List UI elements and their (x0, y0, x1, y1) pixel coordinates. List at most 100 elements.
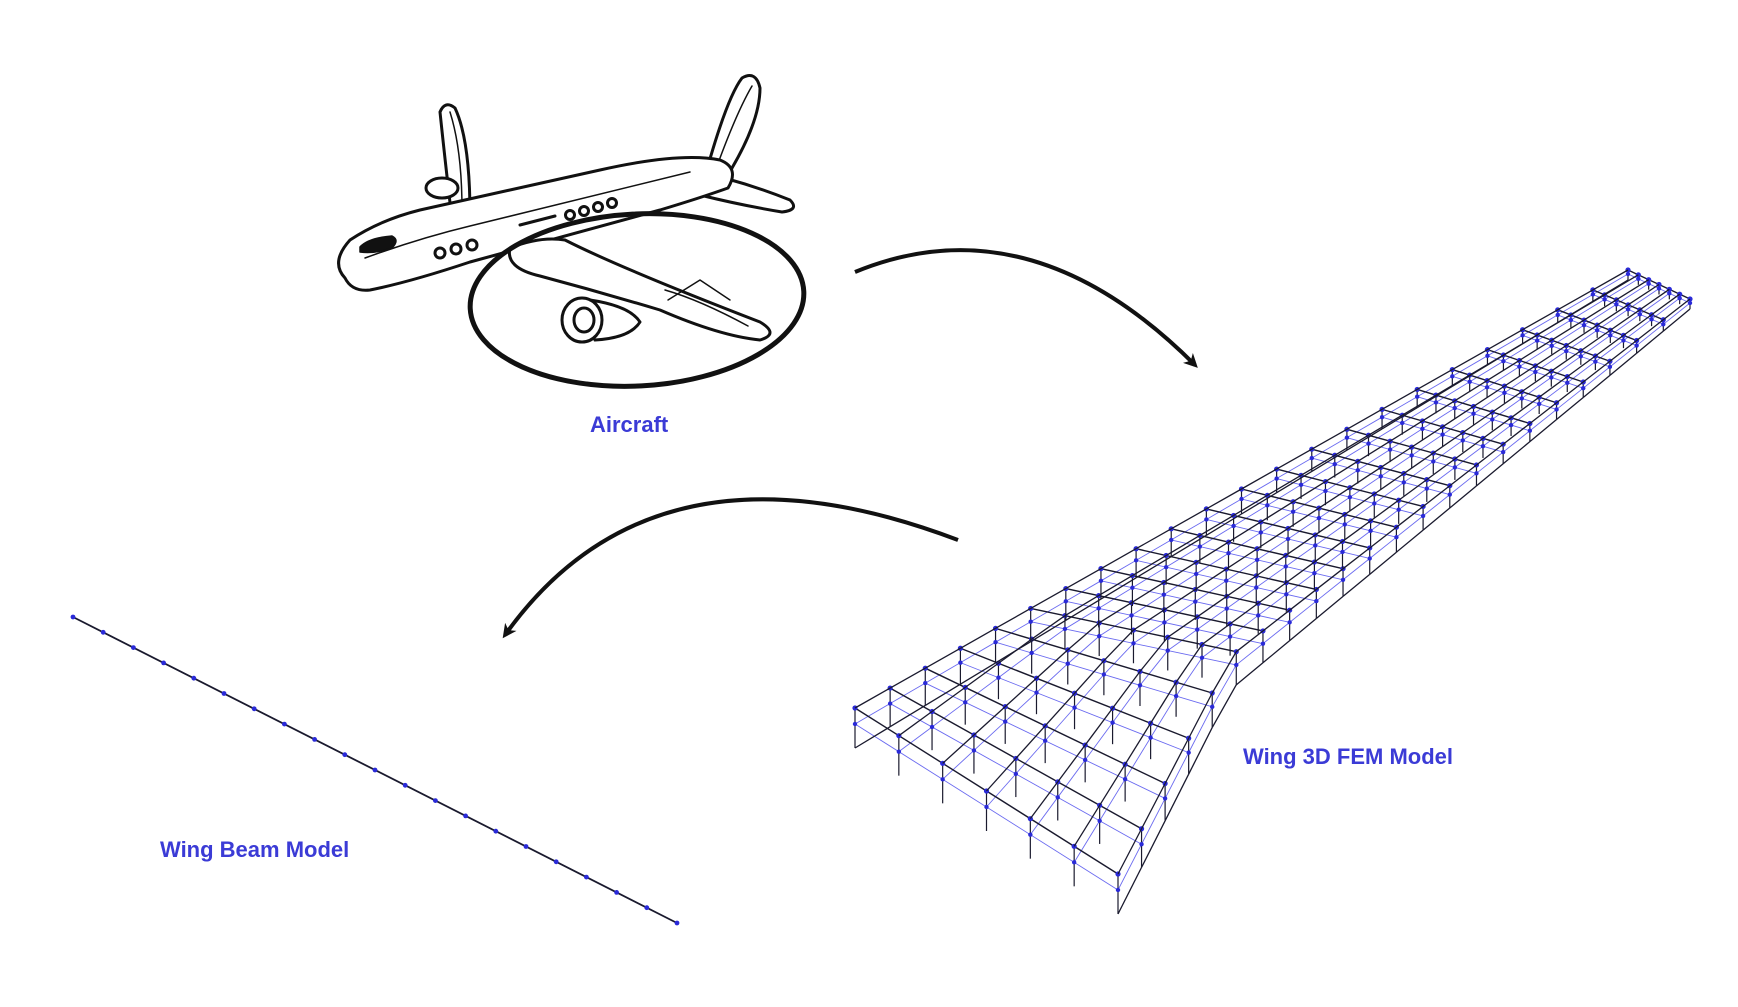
beam-node (402, 782, 408, 788)
mesh-line (1433, 440, 1464, 462)
mesh-node (852, 721, 858, 727)
mesh-line (1257, 593, 1287, 616)
mesh-line (1131, 581, 1165, 604)
mesh-line (889, 667, 926, 689)
mesh-line (1570, 294, 1605, 316)
mesh-node (1101, 672, 1107, 677)
mesh-line (960, 662, 996, 685)
mesh-line (1422, 407, 1455, 430)
mesh-node (1013, 771, 1019, 777)
mesh-node (1062, 626, 1068, 632)
mesh-node (1199, 655, 1205, 660)
mesh-line (1639, 292, 1670, 315)
mesh-node (1340, 549, 1345, 555)
beam-node (614, 890, 619, 895)
mesh-node (1204, 517, 1209, 522)
mesh-line (1195, 580, 1227, 602)
mesh-node (1193, 571, 1199, 577)
mesh-line (889, 682, 926, 704)
mesh-node (1162, 620, 1167, 625)
mesh-line (1609, 345, 1637, 368)
mesh-node (1621, 338, 1626, 343)
mesh-line (1454, 445, 1484, 468)
mesh-node (929, 724, 935, 730)
wing-highlight-ellipse (467, 211, 807, 389)
beam-node (553, 859, 559, 865)
mesh-line (1260, 501, 1294, 523)
mesh-line (924, 647, 961, 669)
mesh-node (1614, 302, 1619, 307)
mesh-line (1592, 269, 1629, 291)
mesh-line (1422, 400, 1456, 422)
mesh-line (1616, 283, 1649, 305)
mesh-line (1325, 460, 1359, 483)
mesh-line (1536, 314, 1572, 336)
mesh-node (1594, 328, 1600, 333)
mesh-line (1285, 561, 1315, 584)
mesh-node (887, 701, 893, 706)
mesh-line (1029, 797, 1059, 835)
mesh-node (1378, 474, 1383, 479)
mesh-line (1582, 366, 1611, 389)
arrow-fem-to-beam (502, 497, 959, 639)
mesh-line (1188, 727, 1213, 775)
mesh-node (1098, 578, 1104, 584)
mesh-line (1030, 587, 1067, 610)
mesh-node (1452, 405, 1457, 411)
mesh-node (940, 777, 945, 782)
mesh-line (1325, 469, 1359, 492)
mesh-line (995, 621, 1031, 643)
mesh-node (1312, 570, 1317, 576)
mesh-line (1422, 507, 1451, 531)
mesh-line (1228, 521, 1262, 543)
mesh-line (1639, 288, 1670, 311)
mesh-line (1199, 514, 1234, 537)
mesh-node (1239, 496, 1244, 502)
mesh-line (1074, 660, 1105, 694)
mesh-line (1004, 677, 1037, 708)
mesh-line (1194, 568, 1227, 590)
mesh-line (1103, 643, 1134, 675)
mesh-line (1556, 396, 1584, 421)
mesh-line (1163, 573, 1197, 596)
mesh-line (1469, 360, 1504, 383)
mesh-line (931, 701, 966, 728)
mesh-line (1381, 407, 1418, 430)
mesh-node (984, 804, 989, 810)
mesh-line (1411, 434, 1443, 456)
mesh-line (1342, 520, 1371, 542)
mesh-node (1115, 887, 1121, 893)
beam-node (463, 813, 468, 819)
mesh-line (1432, 432, 1464, 454)
mesh-node (1274, 476, 1279, 481)
mesh-node (1096, 606, 1101, 611)
mesh-line (1551, 319, 1585, 341)
mesh-line (1199, 525, 1234, 547)
mesh-line (1594, 334, 1624, 357)
beam-node (161, 660, 167, 666)
beam-node (674, 920, 680, 926)
mesh-line (1315, 595, 1344, 620)
mesh-line (924, 683, 961, 707)
mesh-node (1394, 535, 1399, 540)
mesh-line (1065, 568, 1102, 590)
mesh-line (1164, 752, 1190, 799)
mesh-line (1349, 475, 1382, 498)
mesh-node (1637, 312, 1643, 317)
mesh-line (1139, 650, 1169, 686)
mesh-node (1578, 354, 1584, 359)
mesh-line (1029, 781, 1059, 820)
mesh-line (1596, 304, 1629, 326)
beam-node (312, 737, 317, 742)
mesh-node (1137, 683, 1143, 688)
mesh-line (960, 641, 996, 664)
mesh-line (1150, 695, 1177, 738)
mesh-node (1028, 832, 1033, 837)
mesh-node (1625, 271, 1631, 277)
mesh-line (1491, 391, 1523, 413)
aircraft-label: Aircraft (590, 412, 669, 437)
mesh-node (1420, 426, 1425, 432)
mesh-node (1372, 501, 1377, 506)
mesh-line (1276, 470, 1313, 494)
mesh-line (1651, 293, 1681, 316)
